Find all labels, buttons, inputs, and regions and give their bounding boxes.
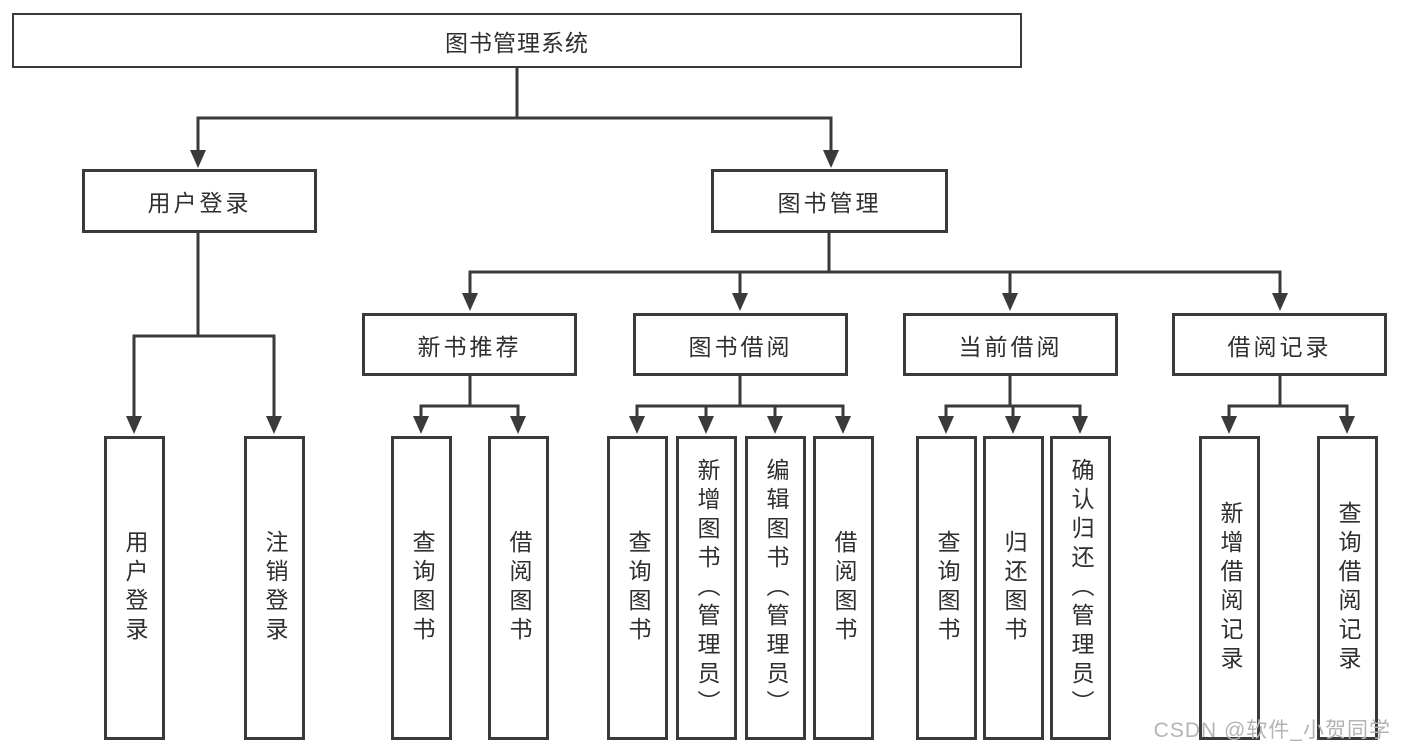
leaf-recommend-borrow-books: 借阅图书 [488, 436, 549, 740]
leaf-current-query-books: 查询图书 [916, 436, 977, 740]
arrowhead-book-borrowing [732, 293, 748, 311]
connector-user-login-branch [132, 231, 276, 421]
arrowhead-records-query-record [1339, 416, 1355, 434]
arrowhead-current-return-books [1005, 416, 1021, 434]
node-user-login-label: 用户登录 [147, 190, 252, 216]
arrowhead-current-confirm-return [1072, 416, 1088, 434]
node-book-borrowing: 图书借阅 [633, 313, 848, 376]
leaf-user-login-label: 用户登录 [122, 530, 148, 646]
arrowhead-leaf-logout [266, 416, 282, 434]
leaf-borrow-edit-books-admin-label: 编辑图书（管理员） [763, 457, 789, 719]
connector-book-management-branch [468, 231, 1282, 297]
node-book-management: 图书管理 [711, 169, 948, 233]
connector-records-branch [1227, 374, 1349, 421]
leaf-logout: 注销登录 [244, 436, 305, 740]
node-book-management-label: 图书管理 [777, 190, 882, 216]
leaf-borrow-add-books-admin-label: 新增图书（管理员） [694, 457, 720, 719]
leaf-logout-label: 注销登录 [262, 530, 288, 646]
arrowhead-book-management [823, 150, 839, 168]
connector-recommendation-branch [419, 374, 520, 421]
node-borrowing-records-label: 借阅记录 [1227, 333, 1332, 360]
leaf-borrow-query-books: 查询图书 [607, 436, 668, 740]
watermark: CSDN @软件_小贺同学 [1153, 719, 1391, 742]
leaf-borrow-borrow-books: 借阅图书 [813, 436, 874, 740]
node-new-book-recommendation-label: 新书推荐 [417, 333, 522, 360]
arrowhead-borrowing-records [1272, 293, 1288, 311]
leaf-current-return-books-label: 归还图书 [1001, 530, 1027, 646]
node-borrowing-records: 借阅记录 [1172, 313, 1387, 376]
leaf-records-query-record-label: 查询借阅记录 [1335, 501, 1361, 675]
leaf-records-query-record: 查询借阅记录 [1317, 436, 1378, 740]
arrowhead-recommend-borrow-books [510, 416, 526, 434]
arrowhead-user-login [190, 150, 206, 168]
leaf-current-confirm-return-admin: 确认归还（管理员） [1050, 436, 1111, 740]
leaf-records-add-record-label: 新增借阅记录 [1217, 501, 1243, 675]
arrowhead-current-borrowing [1002, 293, 1018, 311]
node-book-borrowing-label: 图书借阅 [688, 333, 793, 360]
leaf-current-return-books: 归还图书 [983, 436, 1044, 740]
leaf-records-add-record: 新增借阅记录 [1199, 436, 1260, 740]
leaf-borrow-edit-books-admin: 编辑图书（管理员） [745, 436, 806, 740]
arrowhead-records-add-record [1221, 416, 1237, 434]
leaf-borrow-query-books-label: 查询图书 [625, 530, 651, 646]
arrowhead-leaf-user-login [126, 416, 142, 434]
node-root: 图书管理系统 [12, 13, 1022, 68]
leaf-recommend-borrow-books-label: 借阅图书 [506, 530, 532, 646]
arrowhead-recommend-query-books [413, 416, 429, 434]
node-current-borrowing: 当前借阅 [903, 313, 1118, 376]
node-new-book-recommendation: 新书推荐 [362, 313, 577, 376]
arrowhead-new-book-recommendation [462, 293, 478, 311]
node-root-label: 图书管理系统 [445, 29, 589, 56]
connector-root-branch [196, 66, 833, 154]
leaf-borrow-borrow-books-label: 借阅图书 [831, 530, 857, 646]
arrowhead-borrow-borrow-books [835, 416, 851, 434]
arrowhead-borrow-add-books [698, 416, 714, 434]
arrowhead-current-query-books [938, 416, 954, 434]
connector-current-branch [944, 374, 1082, 421]
leaf-recommend-query-books-label: 查询图书 [409, 530, 435, 646]
leaf-user-login: 用户登录 [104, 436, 165, 740]
arrowhead-borrow-edit-books [767, 416, 783, 434]
connector-borrowing-branch [635, 374, 845, 421]
node-user-login: 用户登录 [82, 169, 317, 233]
arrowhead-borrow-query-books [629, 416, 645, 434]
node-current-borrowing-label: 当前借阅 [958, 333, 1063, 360]
leaf-recommend-query-books: 查询图书 [391, 436, 452, 740]
leaf-current-query-books-label: 查询图书 [934, 530, 960, 646]
leaf-borrow-add-books-admin: 新增图书（管理员） [676, 436, 737, 740]
leaf-current-confirm-return-admin-label: 确认归还（管理员） [1068, 457, 1094, 719]
